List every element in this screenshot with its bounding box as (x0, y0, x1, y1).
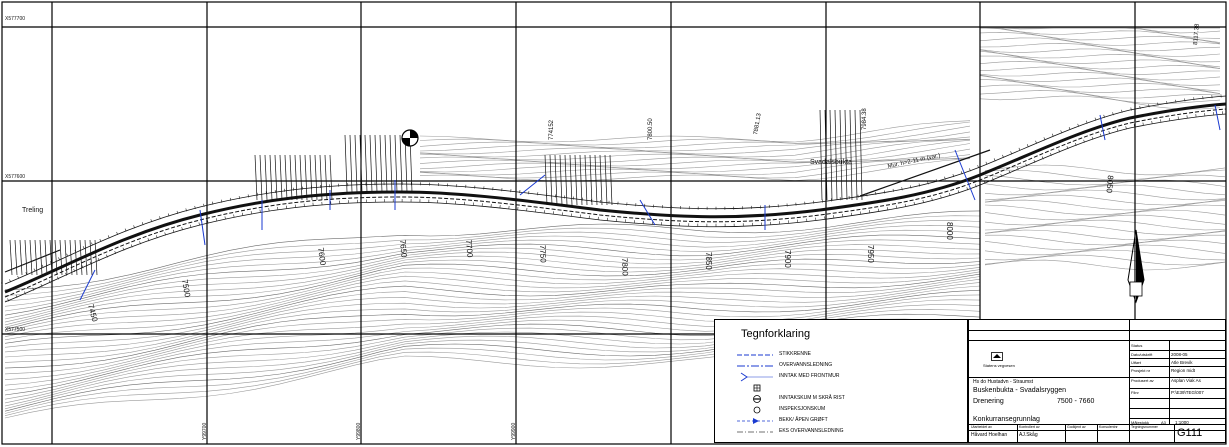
drawn-value: Atle Brevik (1171, 360, 1193, 365)
legend-label: EKS OVERVANNSLEDNING (779, 428, 844, 434)
place-svadalsbukta: Svadalsbukta (810, 159, 852, 166)
station-7950: 7950 (866, 245, 875, 263)
legend-label: BEKK/ ÅPEN GRØFT (779, 417, 828, 423)
drainage-culverts (79, 104, 1221, 301)
station-range: 7500 - 7660 (1057, 398, 1095, 405)
station-7850: 7850 (704, 252, 713, 270)
annotation-7881: 7881.13 (753, 112, 763, 135)
drawing-title: Drenering (973, 398, 1004, 405)
project-line-2: Buskenbukta - Svadalsryggen (973, 387, 1066, 394)
annotation-7984: 7984.38 (862, 108, 868, 130)
legend-row: STIKKRENNE (715, 350, 969, 360)
place-trelingsbukta: Treling (22, 207, 43, 214)
existing-pipe-symbol (737, 431, 773, 433)
drawn-label: Utført (1131, 360, 1141, 365)
legend-row: OVERVANNSLEDNING (715, 361, 969, 371)
coord-x-mid: X577600 (5, 174, 25, 180)
coord-y-3: Y99900 (511, 423, 517, 440)
file-value: P:\E39\TEG\007 (1171, 390, 1204, 395)
title-block: Statens vegvesen Status Dato/utskrift 20… (968, 319, 1226, 443)
storm-pipe-symbol (737, 365, 773, 367)
legend-row: BEKK/ ÅPEN GRØFT (715, 416, 969, 426)
legend-label: INNTAKSKUM M SKRÅ RIST (779, 395, 845, 401)
station-7500: 7500 (180, 279, 192, 299)
survey-point-symbol (401, 129, 419, 147)
station-7450: 7450 (86, 303, 99, 323)
scale-value: 1:1000 (1175, 420, 1189, 425)
slope-hatching (9, 109, 863, 276)
culvert-line-symbol (737, 354, 773, 356)
legend-label: INNTAK MED FRONTMUR (779, 373, 840, 379)
coord-y-1: Y99700 (202, 423, 208, 440)
legend-row: EKS OVERVANNSLEDNING (715, 427, 969, 437)
annotation-774152: 774152 (549, 119, 555, 140)
legend-title: Tegnforklaring (741, 328, 811, 340)
road-alignment (1, 94, 1227, 303)
consultant-label: Konsulentnr (1099, 425, 1118, 429)
annotation-7800: 7800.50 (648, 118, 654, 140)
station-7900: 7900 (783, 250, 792, 268)
date-value: 2008-05 (1171, 352, 1188, 357)
approved-label: Godkjent av (1067, 425, 1086, 429)
inspection-manhole-symbol (753, 406, 761, 414)
legend-label: STIKKRENNE (779, 351, 811, 357)
legend-row: INNTAKSKUM M SKRÅ RIST (715, 394, 969, 404)
designer-name: Håvard Hoelhan (971, 432, 1008, 438)
status-label: Status (1131, 343, 1143, 348)
drawing-number-label: Tegningsnummer (1131, 425, 1158, 429)
competition-label: Konkurransegrunnlag (973, 416, 1040, 423)
open-ditch-symbol (737, 418, 773, 424)
station-7700: 7700 (464, 239, 475, 258)
station-7650: 7650 (398, 239, 409, 258)
station-8000: 8000 (945, 222, 954, 240)
project-label: Prosjekt nr (1131, 368, 1151, 373)
grid-box-symbol (753, 384, 761, 392)
legend-row: INSPEKSJONSKUM (715, 405, 969, 415)
legend-label: OVERVANNSLEDNING (779, 362, 833, 368)
producer-label: Produsert av (1131, 378, 1154, 383)
station-7800: 7800 (620, 258, 630, 277)
file-label: Filnr (1131, 390, 1139, 395)
checked-label: Kontrollert av (1019, 425, 1040, 429)
coord-x-bottom: X577500 (5, 327, 25, 333)
drawing-number: G111 (1177, 427, 1203, 439)
date-label: Dato/utskrift (1131, 352, 1153, 357)
station-7600: 7600 (316, 247, 327, 266)
terrain-contours (4, 27, 1226, 419)
annotation-8117: 8117.38 (1193, 23, 1201, 45)
company-name: Statens vegvesen (983, 363, 1015, 368)
project-value: Region midt (1171, 368, 1196, 373)
inlet-headwall-symbol (740, 372, 773, 382)
inlet-manhole-symbol (753, 395, 761, 403)
legend-label: INSPEKSJONSKUM (779, 406, 826, 412)
scale-label: Målestokk (1131, 420, 1150, 425)
station-7750: 7750 (538, 245, 548, 264)
north-arrow (1127, 229, 1145, 304)
size-label: A3 (1161, 420, 1166, 425)
legend-box: Tegnforklaring STIKKRENNE OVERVANNSLEDNI… (714, 319, 968, 443)
coord-y-2: Y99800 (356, 423, 362, 440)
coord-x-top: X577700 (5, 16, 25, 22)
legend-row (715, 383, 969, 393)
designer-label: Utarbeidet av (971, 425, 992, 429)
company-logo (991, 352, 1003, 363)
project-line-1: Hs do Hustadvn - Straumst (973, 379, 1034, 385)
producer-value: Asplan Viak As (1171, 378, 1201, 383)
checked-name: AJ.Skåg (1019, 432, 1038, 438)
station-8050: 8050 (1104, 175, 1115, 194)
legend-row: INNTAK MED FRONTMUR (715, 372, 969, 382)
